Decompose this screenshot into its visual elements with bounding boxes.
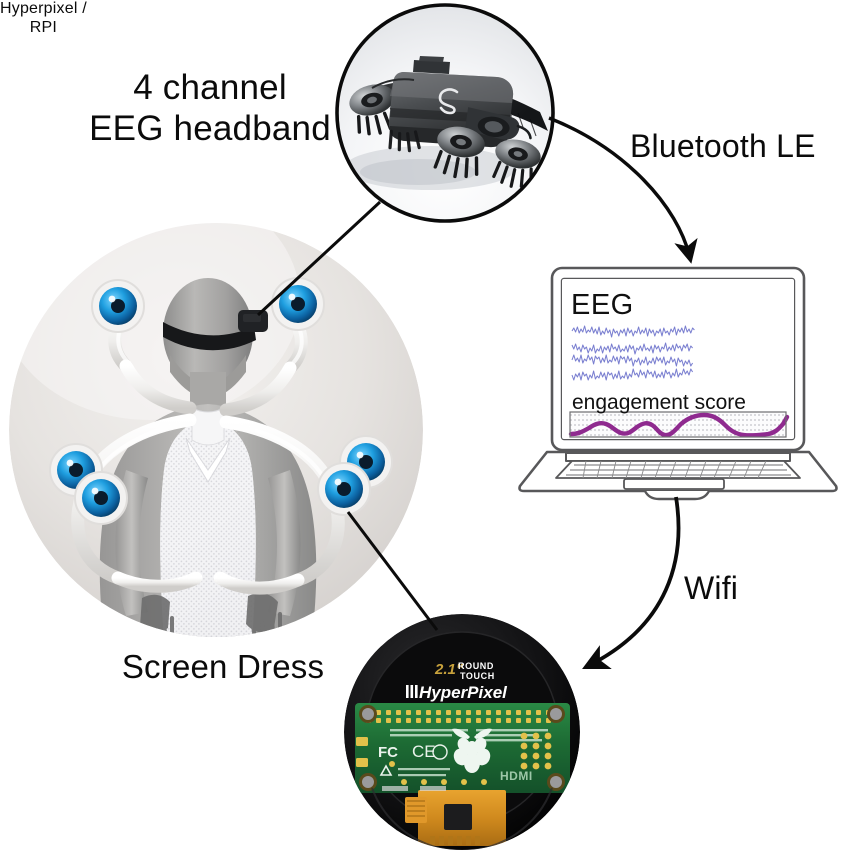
screen-dress-photo <box>9 223 423 637</box>
brand-logo-icon <box>438 88 459 115</box>
eeg-headband-photo <box>335 3 555 223</box>
svg-text:HDMI: HDMI <box>500 769 533 783</box>
svg-text:TOUCH: TOUCH <box>460 671 495 681</box>
raspberry-logo-icon <box>452 728 492 773</box>
svg-text:FC: FC <box>378 744 398 761</box>
laptop-base <box>518 450 838 501</box>
worn-eeg-headband <box>163 310 268 351</box>
label-hyperpixel-rpi: Hyperpixel / RPI <box>0 0 87 36</box>
leader-line-hyperpixel <box>346 511 439 631</box>
label-eeg-headband: 4 channel EEG headband <box>89 68 331 148</box>
hyperpixel-branding: 2.1" ROUND TOUCH HyperPixel <box>406 661 508 702</box>
connection-wifi <box>582 496 681 669</box>
engagement-chart <box>568 411 790 438</box>
screen-title-engagement-score: engagement score <box>572 391 746 414</box>
electrode-pod <box>433 126 485 179</box>
electrode-pod <box>349 84 400 136</box>
eeg-chart <box>571 325 695 381</box>
flex-ribbon-cable <box>405 790 506 846</box>
svg-text:HyperPixel: HyperPixel <box>419 683 508 702</box>
label-screen-dress: Screen Dress <box>121 648 325 685</box>
screen-title-eeg: EEG <box>571 289 634 321</box>
label-wifi: Wifi <box>684 570 739 606</box>
hyperpixel-photo: 2.1" ROUND TOUCH HyperPixel <box>344 614 580 850</box>
svg-text:ROUND: ROUND <box>458 661 494 671</box>
connection-bluetooth-le <box>548 116 698 264</box>
raspberry-pi-board: FC CE UL <box>355 703 570 793</box>
electrode-pod <box>492 139 541 189</box>
svg-text:CE: CE <box>412 742 436 761</box>
leader-line-headband <box>256 200 382 317</box>
svg-text:2.1": 2.1" <box>434 661 464 678</box>
label-bluetooth-le: Bluetooth LE <box>630 128 816 164</box>
laptop-screen-content <box>562 279 794 439</box>
